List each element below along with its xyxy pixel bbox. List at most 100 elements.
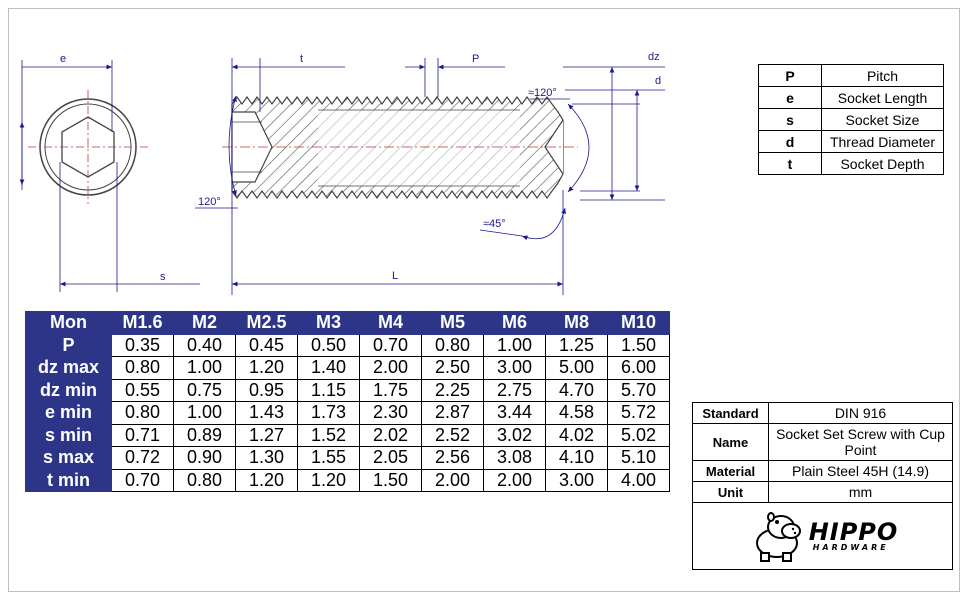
brand-line2: HARDWARE — [812, 543, 889, 552]
spec-cell: 0.72 — [111, 446, 174, 470]
spec-cell: 0.55 — [111, 378, 174, 402]
unit-label: Unit — [692, 481, 769, 503]
spec-cell: 1.52 — [297, 423, 360, 447]
spec-cell: 1.00 — [483, 333, 546, 357]
spec-cell: 1.20 — [235, 356, 298, 380]
spec-row-label: t min — [25, 468, 112, 492]
hippo-mascot-icon — [755, 512, 801, 562]
logo-cell: HIPPO HARDWARE — [692, 502, 953, 570]
spec-cell: 5.02 — [607, 423, 670, 447]
spec-cell: 5.10 — [607, 446, 670, 470]
spec-cell: 0.80 — [173, 468, 236, 492]
angle-120-left: 120° — [198, 196, 221, 208]
spec-row-label: s min — [25, 423, 112, 447]
spec-cell: 2.00 — [421, 468, 484, 492]
spec-cell: 0.80 — [111, 356, 174, 380]
spec-cell: 4.70 — [545, 378, 608, 402]
spec-cell: 0.35 — [111, 333, 174, 357]
spec-cell: 2.75 — [483, 378, 546, 402]
side-view: t P L dz d ≈120° ≈45° 120° — [195, 51, 665, 295]
spec-cell: 0.70 — [359, 333, 422, 357]
spec-cell: 0.70 — [111, 468, 174, 492]
info-row-standard: Standard DIN 916 — [692, 402, 953, 424]
dim-d-label: d — [655, 75, 661, 87]
spec-cell: 1.20 — [235, 468, 298, 492]
spec-cell: 0.80 — [111, 401, 174, 425]
unit-value: mm — [768, 481, 953, 503]
spec-cell: 1.25 — [545, 333, 608, 357]
legend-key: t — [758, 152, 822, 175]
legend-key: d — [758, 130, 822, 153]
spec-size-header: M4 — [359, 311, 422, 335]
legend-key: e — [758, 86, 822, 109]
spec-cell: 3.00 — [545, 468, 608, 492]
spec-cell: 2.02 — [359, 423, 422, 447]
spec-cell: 5.00 — [545, 356, 608, 380]
spec-cell: 2.25 — [421, 378, 484, 402]
legend-value: Socket Length — [821, 86, 944, 109]
material-label: Material — [692, 460, 769, 482]
spec-cell: 2.00 — [483, 468, 546, 492]
legend-value: Thread Diameter — [821, 130, 944, 153]
spec-size-header: M5 — [421, 311, 484, 335]
spec-cell: 2.05 — [359, 446, 422, 470]
legend-value: Pitch — [821, 64, 944, 87]
spec-cell: 5.70 — [607, 378, 670, 402]
dim-p-label: P — [472, 53, 479, 65]
dim-t-label: t — [300, 53, 303, 65]
standard-value: DIN 916 — [768, 402, 953, 424]
end-view: e s — [19, 53, 200, 292]
spec-cell: 0.95 — [235, 378, 298, 402]
brand-line1: HIPPO — [808, 518, 899, 546]
spec-cell: 0.50 — [297, 333, 360, 357]
legend-key: P — [758, 64, 822, 87]
spec-cell: 2.30 — [359, 401, 422, 425]
spec-row-label: dz min — [25, 378, 112, 402]
drawing-frame — [8, 8, 960, 592]
spec-cell: 1.50 — [607, 333, 670, 357]
spec-cell: 2.87 — [421, 401, 484, 425]
info-row-name: Name Socket Set Screw with Cup Point — [692, 423, 953, 461]
spec-cell: 0.90 — [173, 446, 236, 470]
spec-cell: 1.20 — [297, 468, 360, 492]
spec-cell: 1.55 — [297, 446, 360, 470]
spec-cell: 0.80 — [421, 333, 484, 357]
spec-cell: 0.75 — [173, 378, 236, 402]
spec-cell: 4.10 — [545, 446, 608, 470]
legend-value: Socket Depth — [821, 152, 944, 175]
spec-size-header: M2.5 — [235, 311, 298, 335]
spec-cell: 1.00 — [173, 356, 236, 380]
spec-row-label: e min — [25, 401, 112, 425]
standard-label: Standard — [692, 402, 769, 424]
spec-size-header: M3 — [297, 311, 360, 335]
spec-cell: 1.27 — [235, 423, 298, 447]
spec-cell: 1.43 — [235, 401, 298, 425]
name-label: Name — [692, 423, 769, 461]
spec-cell: 0.40 — [173, 333, 236, 357]
info-row-unit: Unit mm — [692, 481, 953, 503]
dim-s-label: s — [160, 271, 166, 283]
spec-cell: 3.00 — [483, 356, 546, 380]
spec-cell: 3.44 — [483, 401, 546, 425]
brand-logo: HIPPO HARDWARE — [693, 507, 952, 565]
spec-cell: 0.71 — [111, 423, 174, 447]
spec-cell: 0.89 — [173, 423, 236, 447]
dim-l-label: L — [392, 270, 398, 282]
angle-45: ≈45° — [483, 218, 506, 230]
spec-cell: 4.58 — [545, 401, 608, 425]
angle-120-top: ≈120° — [528, 87, 557, 99]
info-row-material: Material Plain Steel 45H (14.9) — [692, 460, 953, 482]
spec-size-header: M6 — [483, 311, 546, 335]
spec-cell: 4.02 — [545, 423, 608, 447]
spec-cell: 1.75 — [359, 378, 422, 402]
